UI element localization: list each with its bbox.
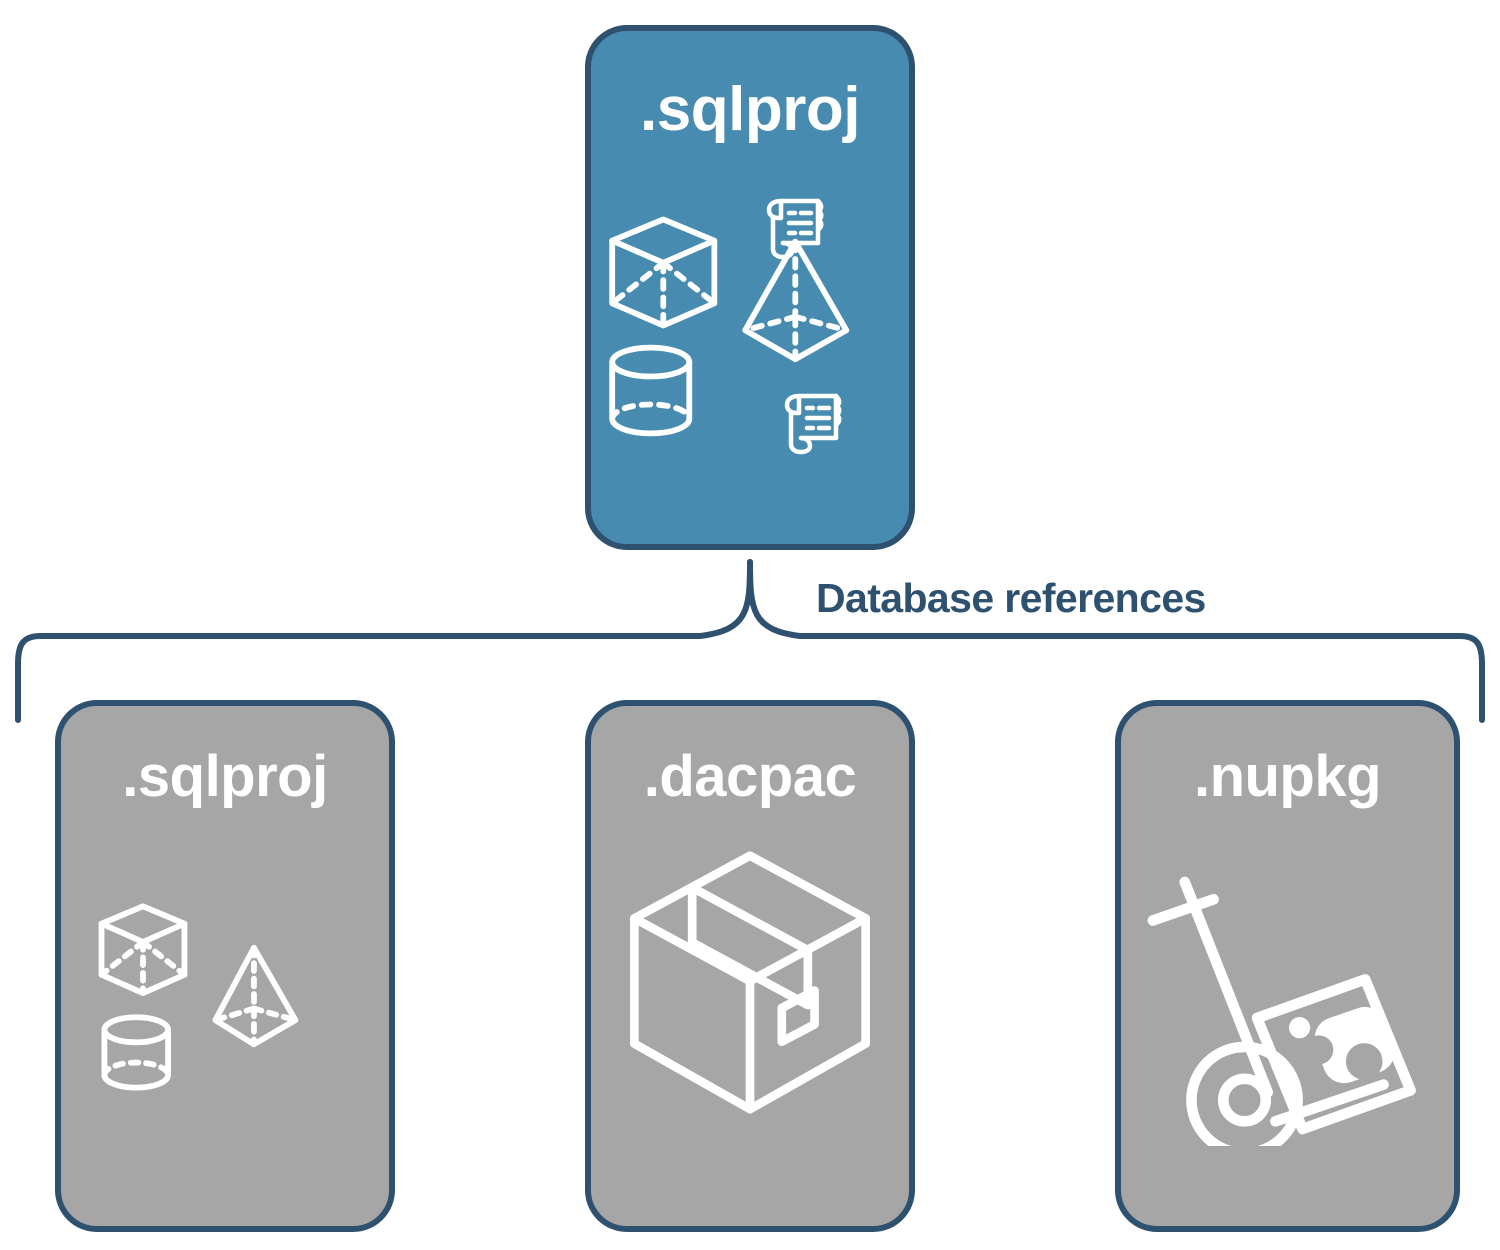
node-reference-sqlproj[interactable]: .sqlproj [55, 700, 395, 1232]
node-title-sqlproj-root: .sqlproj [640, 75, 860, 144]
reference-sqlproj-artwork [98, 903, 299, 1091]
sqlproj-root-artwork [609, 216, 850, 437]
parcel-icon [1251, 974, 1416, 1135]
shipping-box-icon [630, 851, 870, 1114]
cylinder-icon [609, 344, 693, 437]
scroll-icon-upper [766, 198, 824, 260]
cube-icon [98, 903, 188, 996]
pyramid-icon [212, 944, 299, 1048]
pyramid-icon [742, 238, 850, 363]
parcel-marks [1288, 1006, 1395, 1084]
scroll-icon-lower [784, 393, 842, 455]
node-title-reference-sqlproj: .sqlproj [122, 744, 328, 809]
brace-label-database-references: Database references [816, 575, 1206, 621]
node-title-reference-dacpac: .dacpac [643, 744, 857, 809]
node-reference-dacpac[interactable]: .dacpac [585, 700, 915, 1232]
cube-icon [609, 216, 718, 329]
cylinder-icon [101, 1014, 171, 1091]
node-sqlproj-root[interactable]: .sqlproj [585, 25, 915, 550]
node-title-reference-nupkg: .nupkg [1193, 744, 1382, 809]
reference-dacpac-artwork [630, 851, 870, 1114]
node-reference-nupkg[interactable]: .nupkg [1115, 700, 1460, 1232]
reference-nupkg-artwork [1147, 876, 1416, 1146]
